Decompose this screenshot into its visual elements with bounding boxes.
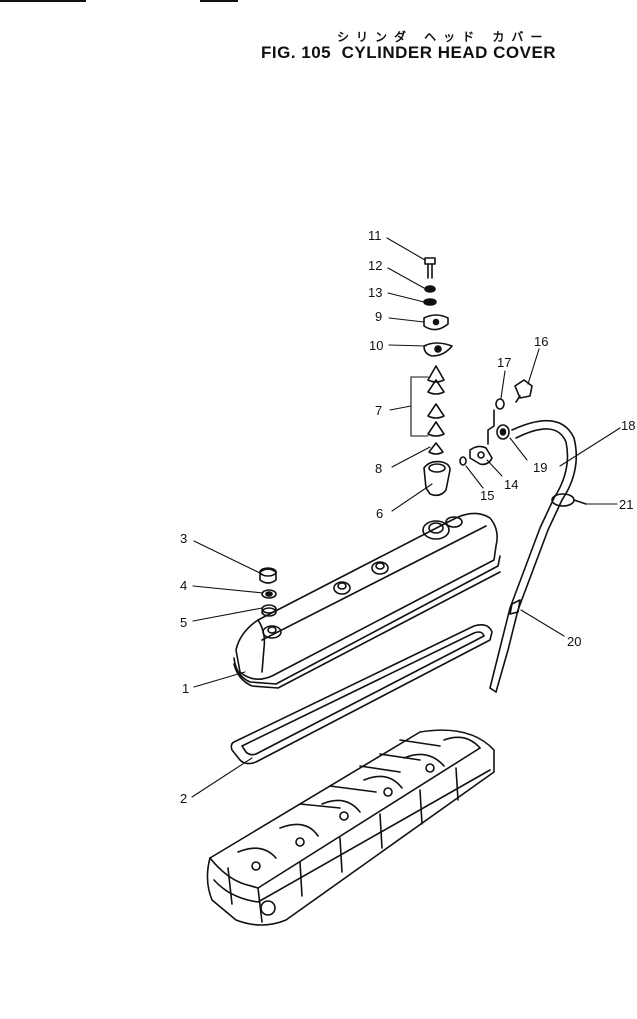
callout-20: 20 [567,634,581,649]
washer-small-part [423,298,437,306]
callout-11: 11 [368,228,382,243]
washer-17-part [495,398,505,410]
cap-part [259,567,277,584]
callout-19: 19 [533,460,547,475]
leader-lines [191,237,621,798]
figure-number: FIG. 105 [261,43,332,62]
callout-21: 21 [619,497,633,512]
title-japanese: シリンダ ヘッド カバー [337,30,550,44]
callout-8: 8 [375,461,382,476]
bracket-line [487,409,495,445]
element-part [427,365,445,437]
figure-name: CYLINDER HEAD COVER [341,43,557,62]
cylinder-head-part [206,729,495,926]
callout-9: 9 [375,309,382,324]
callout-5: 5 [180,615,187,630]
o-ring-part [459,456,467,466]
top-rule-right [200,0,238,2]
callout-13: 13 [368,285,382,300]
breather-body-part [423,460,451,497]
callout-18: 18 [621,418,635,433]
pipe-bracket-part [509,599,521,615]
callout-6: 6 [376,506,383,521]
gasket-part [230,624,493,765]
callout-12: 12 [368,258,382,273]
washer-part [261,589,277,599]
callout-1: 1 [182,681,189,696]
callout-15: 15 [480,488,494,503]
connector-part [469,445,493,466]
pipe-clamp-part [551,493,587,507]
callout-3: 3 [180,531,187,546]
callout-14: 14 [504,477,518,492]
spring-washer-part [424,285,436,293]
callout-4: 4 [180,578,187,593]
breather-pipe-part [489,419,578,693]
union-bolt-part [514,379,533,403]
breather-gasket-part [423,342,453,357]
callout-16: 16 [534,334,548,349]
top-rule-left [0,0,86,2]
seal-part [261,604,277,617]
breather-cover-part [423,314,449,331]
callout-7: 7 [375,403,382,418]
callout-10: 10 [369,338,383,353]
callout-17: 17 [497,355,511,370]
callout-2: 2 [180,791,187,806]
figure-title: FIG. 105 CYLINDER HEAD COVER [261,43,556,63]
bolt-part [424,257,436,279]
hose-clamp-part [496,424,510,440]
head-cover-part [233,512,501,689]
element-ring-part [428,442,444,455]
